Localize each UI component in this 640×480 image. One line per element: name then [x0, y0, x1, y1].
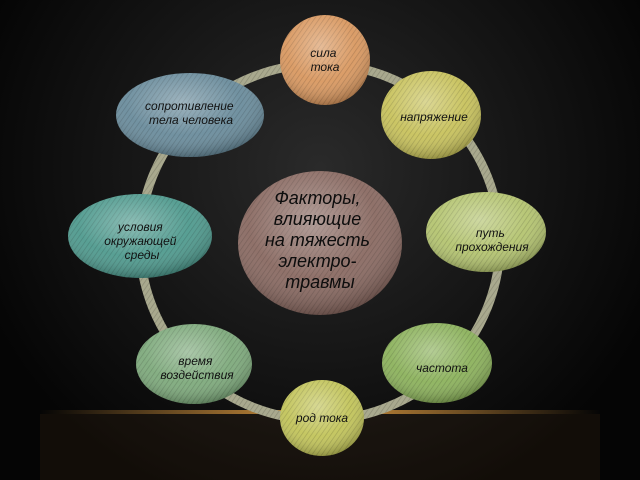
node-label: сила тока [310, 46, 339, 74]
node-label-line: окружающей [104, 234, 177, 248]
node-shine [381, 71, 481, 159]
node-shine [280, 15, 370, 105]
node-shine [280, 380, 364, 456]
node-label: условия окружающей среды [104, 220, 180, 262]
node-label: путь прохождения [455, 226, 529, 254]
node-label-line: условия [117, 220, 163, 234]
node-label-line: сила [310, 46, 336, 60]
node-label-line: род тока [295, 411, 349, 425]
center-title: Факторы, влияющие на тяжесть электро- тр… [265, 188, 375, 292]
node-label-line: сопротивление [145, 99, 234, 113]
node-shine [382, 323, 492, 403]
node-chastota: частота [382, 323, 492, 403]
node-rod-toka: род тока [280, 380, 364, 456]
node-label-line: тока [311, 60, 340, 74]
node-sila-toka: сила тока [280, 15, 370, 105]
node-vremya-vozdeystviya: время воздействия [136, 324, 252, 404]
node-label-line: частота [416, 361, 468, 375]
node-label: частота [416, 361, 468, 375]
node-label: напряжение [400, 110, 468, 124]
node-shine [116, 73, 264, 157]
center-node: Факторы, влияющие на тяжесть электро- тр… [238, 171, 402, 315]
node-shine [426, 192, 546, 272]
node-label-line: тела человека [149, 113, 233, 127]
center-title-line: травмы [285, 272, 354, 292]
node-label-line: напряжение [400, 110, 468, 124]
node-shine [136, 324, 252, 404]
node-label-line: прохождения [455, 240, 529, 254]
node-label-line: путь [476, 226, 505, 240]
center-title-line: на тяжесть [265, 230, 370, 250]
center-title-line: электро- [278, 251, 356, 271]
node-shine [68, 194, 212, 278]
node-label-line: среды [125, 248, 160, 262]
center-node-shine [238, 171, 402, 315]
node-label-line: время [178, 354, 213, 368]
node-put-prohozhdeniya: путь прохождения [426, 192, 546, 272]
node-usloviya-sredy: условия окружающей среды [68, 194, 212, 278]
center-title-line: Факторы, [274, 188, 360, 208]
center-title-line: влияющие [274, 209, 361, 229]
node-label: род тока [295, 411, 349, 425]
node-label: сопротивление тела человека [145, 99, 237, 127]
node-label-line: воздействия [160, 368, 234, 382]
node-napryazhenie: напряжение [381, 71, 481, 159]
node-label: время воздействия [160, 354, 234, 382]
node-soprotivlenie: сопротивление тела человека [116, 73, 264, 157]
